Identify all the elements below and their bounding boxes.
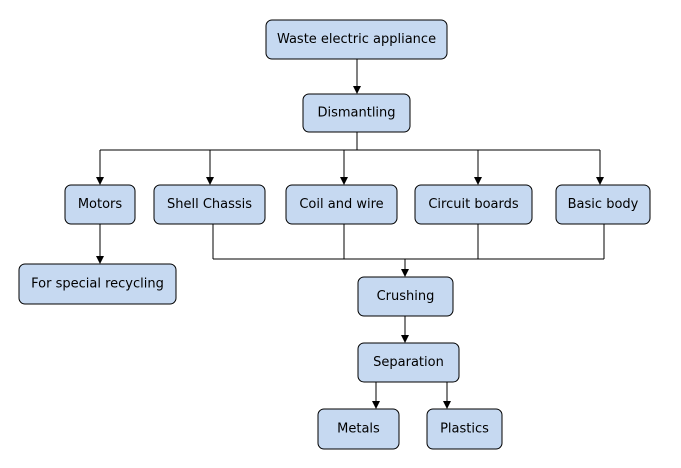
node-label: Basic body: [568, 197, 639, 212]
node-label: For special recycling: [31, 277, 164, 292]
node-plastics: Plastics: [426, 408, 503, 450]
node-label: Metals: [337, 422, 380, 437]
node-label: Waste electric appliance: [277, 32, 436, 47]
node-coil-and-wire: Coil and wire: [285, 184, 398, 225]
node-for-special-recycling: For special recycling: [18, 263, 177, 305]
node-basic-body: Basic body: [555, 184, 651, 225]
node-label: Dismantling: [317, 106, 395, 121]
node-separation: Separation: [357, 342, 460, 383]
node-label: Plastics: [440, 422, 489, 437]
node-waste-electric-appliance: Waste electric appliance: [265, 19, 448, 60]
connectors: [96, 59, 605, 409]
node-shell-chassis: Shell Chassis: [153, 184, 266, 225]
node-circuit-boards: Circuit boards: [414, 184, 533, 225]
node-dismantling: Dismantling: [302, 93, 411, 133]
node-crushing: Crushing: [357, 276, 454, 317]
node-motors: Motors: [64, 184, 136, 225]
node-label: Circuit boards: [428, 197, 519, 212]
node-label: Crushing: [377, 289, 435, 304]
node-metals: Metals: [317, 408, 400, 450]
node-label: Motors: [78, 197, 123, 212]
node-label: Separation: [373, 355, 444, 370]
node-label: Shell Chassis: [167, 197, 252, 212]
node-label: Coil and wire: [299, 197, 383, 212]
